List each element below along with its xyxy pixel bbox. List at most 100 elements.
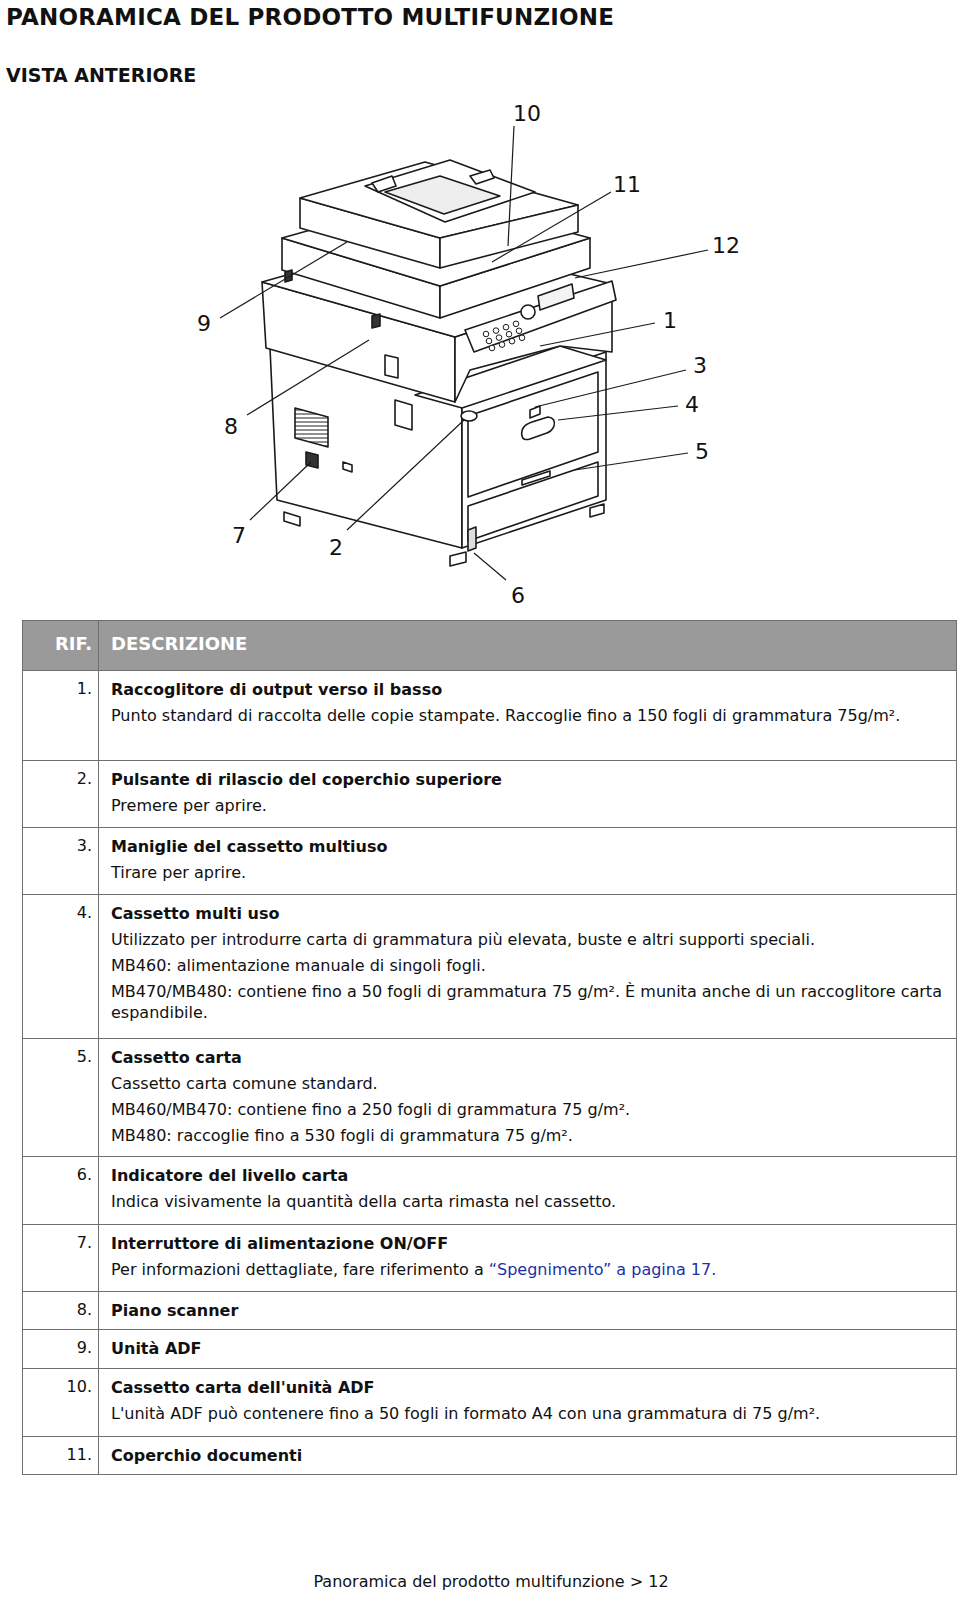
cell-text: Cassetto multi uso (111, 904, 279, 923)
page-link: “Spegnimento” a pagina 17. (489, 1260, 717, 1279)
ref-cell: 6. (23, 1157, 99, 1224)
description-cell: Coperchio documenti (99, 1437, 956, 1474)
cell-paragraph: Cassetto carta dell'unità ADF (111, 1377, 944, 1398)
description-cell: Indicatore del livello cartaIndica visiv… (99, 1157, 956, 1224)
callout-number: 8 (222, 414, 240, 439)
cell-paragraph: Utilizzato per introdurre carta di gramm… (111, 929, 944, 950)
cell-text: Unità ADF (111, 1339, 201, 1358)
leader-line (474, 553, 506, 580)
tray-handle-mark (530, 406, 540, 418)
cassette-handle (522, 471, 550, 485)
callout-number: 12 (710, 233, 742, 258)
keypad-key (519, 335, 525, 341)
cell-text: MB460/MB470: contiene fino a 250 fogli d… (111, 1100, 630, 1119)
description-cell: Cassetto carta dell'unità ADF L'unità ADF… (99, 1369, 956, 1436)
cell-paragraph: Tirare per aprire. (111, 862, 944, 883)
table-row: 1.Raccoglitore di output verso il bassoP… (23, 671, 956, 761)
table-row: 2.Pulsante di rilascio del coperchio sup… (23, 761, 956, 828)
description-cell: Raccoglitore di output verso il bassoPun… (99, 671, 956, 760)
cell-paragraph: Per informazioni dettagliate, fare rifer… (111, 1259, 944, 1280)
paper-level-indicator (468, 527, 476, 551)
cell-text: Indicatore del livello carta (111, 1166, 348, 1185)
cell-paragraph: DESCRIZIONE (111, 633, 944, 654)
adf-guides (372, 170, 494, 192)
description-cell: Cassetto multi usoUtilizzato per introdu… (99, 895, 956, 1038)
keypad-key (489, 345, 495, 351)
callout-number: 4 (683, 392, 701, 417)
ref-cell: 1. (23, 671, 99, 760)
cell-text: Per informazioni dettagliate, fare rifer… (111, 1260, 484, 1279)
ref-cell: 8. (23, 1292, 99, 1329)
cell-text: Maniglie del cassetto multiuso (111, 837, 387, 856)
cell-text: Cassetto carta comune standard. (111, 1074, 378, 1093)
callout-number: 10 (511, 101, 543, 126)
cell-text: MB460: alimentazione manuale di singoli … (111, 956, 486, 975)
description-table: RIF.DESCRIZIONE1.Raccoglitore di output … (22, 620, 957, 1475)
cell-paragraph: Coperchio documenti (111, 1445, 944, 1466)
scanner-latch (385, 355, 398, 378)
panel-navigation (521, 305, 535, 319)
page-title: PANORAMICA DEL PRODOTTO MULTIFUNZIONE (6, 4, 614, 30)
cell-text: Pulsante di rilascio del coperchio super… (111, 770, 502, 789)
cell-paragraph: Cassetto carta comune standard. (111, 1073, 944, 1094)
cell-text: Tirare per aprire. (111, 863, 246, 882)
table-row: 4.Cassetto multi usoUtilizzato per intro… (23, 895, 956, 1039)
table-row: 6.Indicatore del livello cartaIndica vis… (23, 1157, 956, 1225)
ref-cell: RIF. (23, 621, 99, 670)
panel-keypad (483, 321, 525, 351)
callout-number: 5 (693, 439, 711, 464)
leader-line (492, 192, 611, 262)
cell-paragraph: MB470/MB480: contiene fino a 50 fogli di… (111, 981, 944, 1023)
ref-cell: 5. (23, 1039, 99, 1156)
table-row: 8. Piano scanner (23, 1292, 956, 1330)
cell-paragraph: MB460: alimentazione manuale di singoli … (111, 955, 944, 976)
leader-lines (220, 126, 708, 580)
callout-number: 9 (195, 311, 213, 336)
cell-paragraph: Pulsante di rilascio del coperchio super… (111, 769, 944, 790)
cell-paragraph: Interruttore di alimentazione ON/OFF (111, 1233, 944, 1254)
callout-number: 1 (661, 308, 679, 333)
cell-text: Piano scanner (111, 1301, 238, 1320)
keypad-key (493, 328, 499, 334)
keypad-key (516, 328, 522, 334)
leader-line (558, 406, 678, 420)
table-row: 10. Cassetto carta dell'unità ADF L'unità … (23, 1369, 956, 1437)
cell-paragraph: Premere per aprire. (111, 795, 944, 816)
cell-text: DESCRIZIONE (111, 633, 247, 654)
cell-paragraph: Maniglie del cassetto multiuso (111, 836, 944, 857)
cell-text: Cassetto carta dell'unità ADF (111, 1378, 375, 1397)
keypad-key (496, 335, 502, 341)
ref-cell: 3. (23, 828, 99, 894)
cell-paragraph: Cassetto multi uso (111, 903, 944, 924)
description-cell: Pulsante di rilascio del coperchio super… (99, 761, 956, 827)
description-cell: Interruttore di alimentazione ON/OFF Per … (99, 1225, 956, 1291)
control-panel (465, 281, 616, 352)
ref-cell: 10. (23, 1369, 99, 1436)
cover-hinges (285, 270, 380, 328)
callout-number: 6 (509, 583, 527, 608)
cell-text: Interruttore di alimentazione ON/OFF (111, 1234, 448, 1253)
keypad-key (486, 338, 492, 344)
cell-text: MB480: raccoglie fino a 530 fogli di gra… (111, 1126, 573, 1145)
side-socket (343, 462, 352, 472)
printer-feet (284, 504, 604, 566)
callout-number: 2 (327, 535, 345, 560)
table-row: 7.Interruttore di alimentazione ON/OFFPe… (23, 1225, 956, 1292)
leader-line (535, 370, 686, 407)
table-row: 3. Maniglie del cassetto multiusoTirare p… (23, 828, 956, 895)
printer-drawing (262, 160, 616, 566)
ref-cell: 4. (23, 895, 99, 1038)
table-row: 11. Coperchio documenti (23, 1437, 956, 1475)
leader-line (250, 462, 311, 520)
cell-paragraph: Raccoglitore di output verso il basso (111, 679, 944, 700)
cell-text: Utilizzato per introdurre carta di gramm… (111, 930, 815, 949)
cell-paragraph: Indica visivamente la quantità della car… (111, 1191, 944, 1212)
keypad-key (509, 338, 515, 344)
ref-cell: 11. (23, 1437, 99, 1474)
leader-line (347, 420, 464, 530)
leader-line (575, 250, 708, 278)
description-cell: Piano scanner (99, 1292, 956, 1329)
cell-paragraph: L'unità ADF può contenere fino a 50 fogl… (111, 1403, 944, 1424)
keypad-key (503, 324, 509, 330)
